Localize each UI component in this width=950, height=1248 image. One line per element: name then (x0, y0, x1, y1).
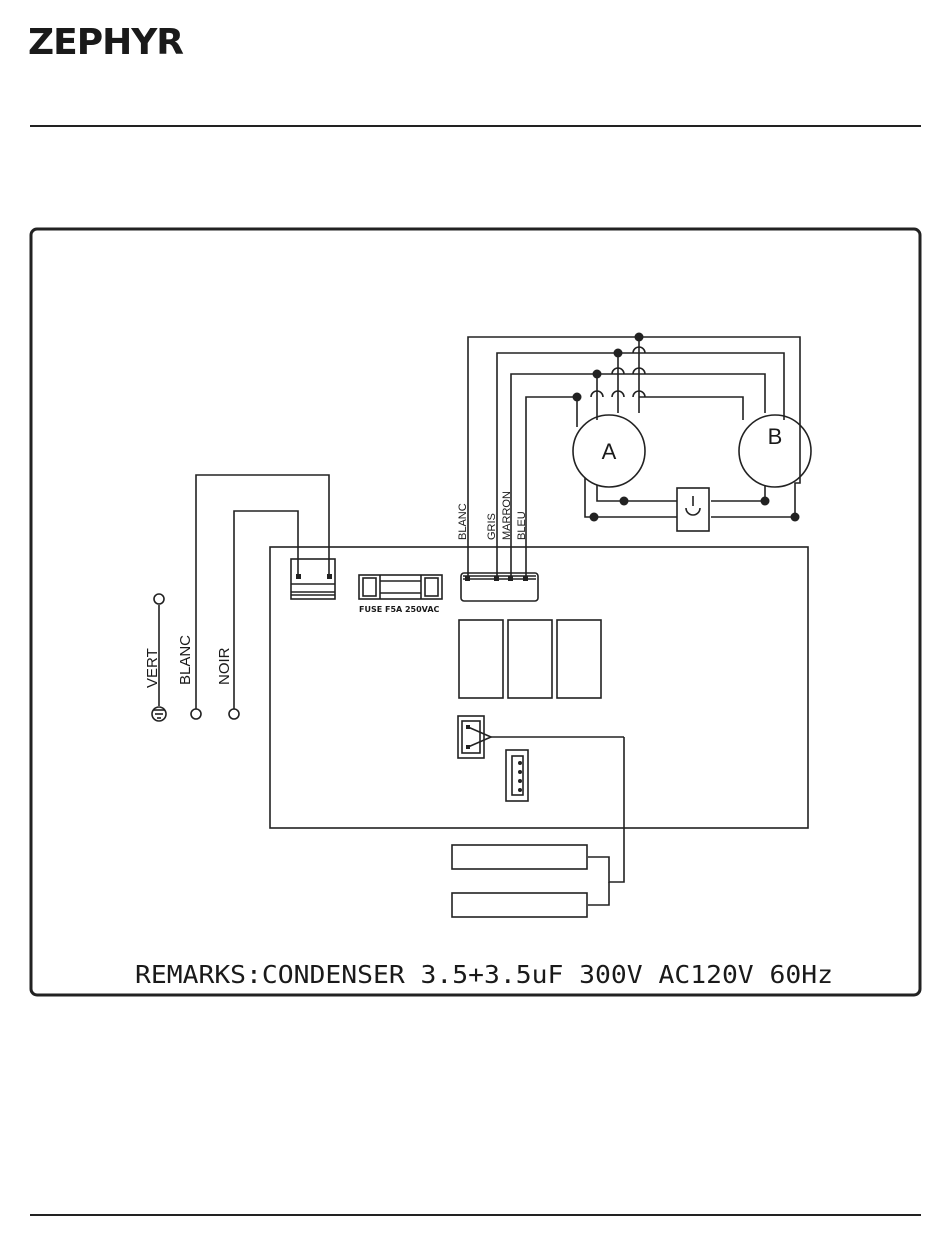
junction-dots (296, 333, 800, 793)
supply-label-vert: VERT (144, 648, 161, 688)
remarks-text: REMARKS:CONDENSER 3.5+3.5uF 300V AC120V … (135, 960, 833, 989)
ground-icon (152, 707, 166, 721)
terminal-noir (229, 709, 239, 719)
supply-label-noir: NOIR (216, 647, 233, 685)
motor-a-label: A (602, 439, 617, 464)
connector-label-bleu: BLEU (516, 511, 528, 540)
footer-divider (30, 1214, 921, 1216)
control-board (270, 547, 808, 828)
capacitor (677, 488, 709, 531)
connector-label-marron: MARRON (501, 491, 513, 540)
led-light-1 (452, 845, 587, 869)
fuse (359, 575, 442, 599)
supply-label-blanc: BLANC (177, 635, 194, 685)
fuse-label: FUSE F5A 250VAC (359, 605, 440, 614)
relay-1 (459, 620, 503, 698)
connector-label-blanc: BLANC (457, 503, 469, 540)
relay-3 (557, 620, 601, 698)
light-wires (468, 727, 624, 905)
relay-2 (508, 620, 552, 698)
motor-b-label: B (768, 424, 783, 449)
motor-wires (468, 337, 800, 578)
terminal-vert (154, 594, 164, 604)
connector-label-gris: GRIS (486, 513, 498, 540)
light-connector (458, 716, 484, 758)
led-light-2 (452, 893, 587, 917)
control-header (506, 750, 528, 801)
terminal-blanc (191, 709, 201, 719)
diagram-frame (31, 229, 920, 995)
